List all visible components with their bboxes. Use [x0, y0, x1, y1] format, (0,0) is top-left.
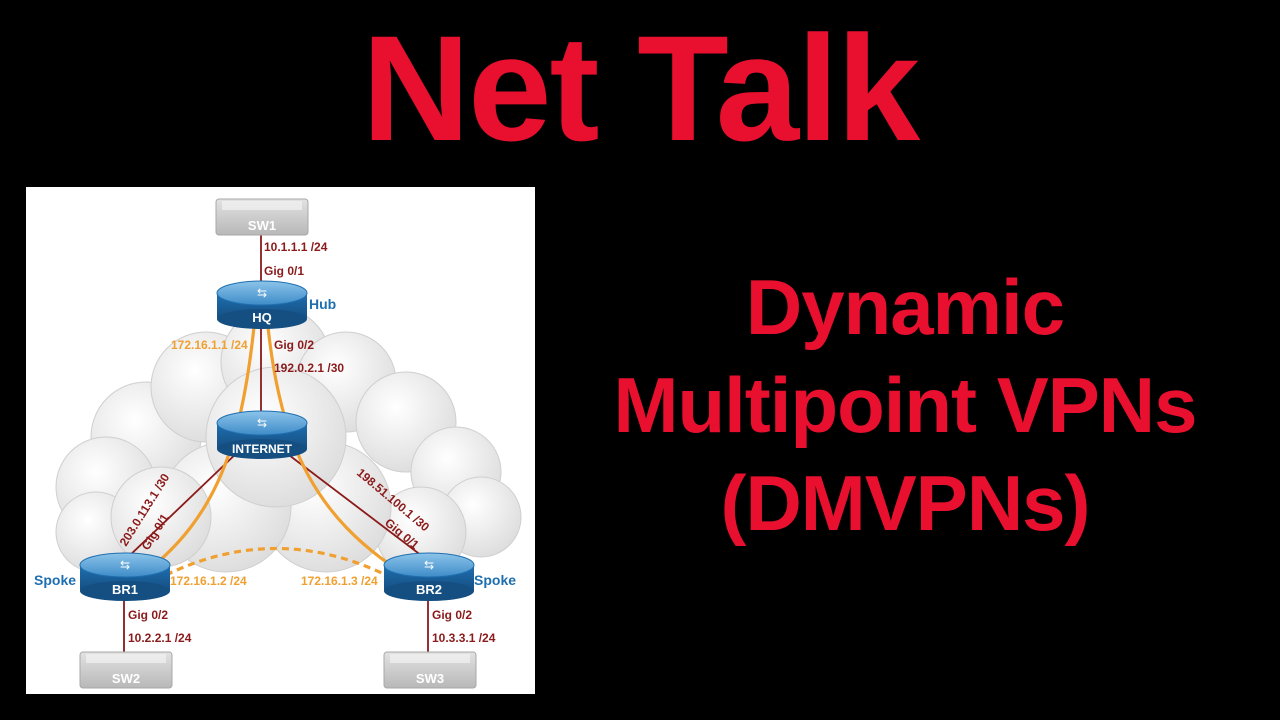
br2-gig02-label: Gig 0/2: [432, 608, 472, 622]
hq-gig01-label: Gig 0/1: [264, 264, 304, 278]
svg-text:⇆: ⇆: [257, 416, 267, 430]
sw1-net-label: 10.1.1.1 /24: [264, 240, 328, 254]
subtitle-line-3: (DMVPNs): [720, 459, 1090, 547]
sw3-label: SW3: [416, 671, 444, 686]
br2-tunnel-label: 172.16.1.3 /24: [301, 574, 378, 588]
switch-sw1: SW1: [215, 198, 309, 236]
network-diagram: SW1 SW2 SW3 ⇆ HQ ⇆ INTERNET: [26, 187, 535, 694]
subtitle-line-1: Dynamic: [745, 263, 1065, 351]
br1-lan-label: 10.2.2.1 /24: [128, 631, 192, 645]
br2-lan-label: 10.3.3.1 /24: [432, 631, 496, 645]
dmvpn-tunnels: [145, 326, 402, 577]
router-br2: ⇆ BR2: [383, 552, 475, 601]
router-hq: ⇆ HQ: [216, 280, 308, 329]
switch-sw2: SW2: [79, 651, 173, 689]
switch-sw3: SW3: [383, 651, 477, 689]
subtitle-line-2: Multipoint VPNs: [613, 361, 1198, 449]
svg-text:⇆: ⇆: [257, 286, 267, 300]
sw1-label: SW1: [248, 218, 276, 233]
hq-gig02-label: Gig 0/2: [274, 338, 314, 352]
diagram-svg: SW1 SW2 SW3 ⇆ HQ ⇆ INTERNET: [34, 198, 522, 689]
page-title: Net Talk: [361, 4, 920, 172]
svg-text:⇆: ⇆: [120, 558, 130, 572]
router-br1: ⇆ BR1: [79, 552, 171, 601]
svg-text:⇆: ⇆: [424, 558, 434, 572]
br2-label: BR2: [416, 582, 442, 597]
br1-label: BR1: [112, 582, 138, 597]
hub-label: Hub: [309, 296, 336, 312]
br1-gig02-label: Gig 0/2: [128, 608, 168, 622]
hq-wan-label: 192.0.2.1 /30: [274, 361, 344, 375]
spoke1-label: Spoke: [34, 572, 76, 588]
br1-tunnel-label: 172.16.1.2 /24: [170, 574, 247, 588]
spoke2-label: Spoke: [474, 572, 516, 588]
subtitle: Dynamic Multipoint VPNs (DMVPNs): [600, 258, 1210, 552]
sw2-label: SW2: [112, 671, 140, 686]
internet-cloud: [55, 306, 522, 578]
router-internet: ⇆ INTERNET: [216, 410, 308, 459]
hq-tunnel-label: 172.16.1.1 /24: [171, 338, 248, 352]
internet-label: INTERNET: [232, 442, 293, 456]
hq-label: HQ: [252, 310, 272, 325]
